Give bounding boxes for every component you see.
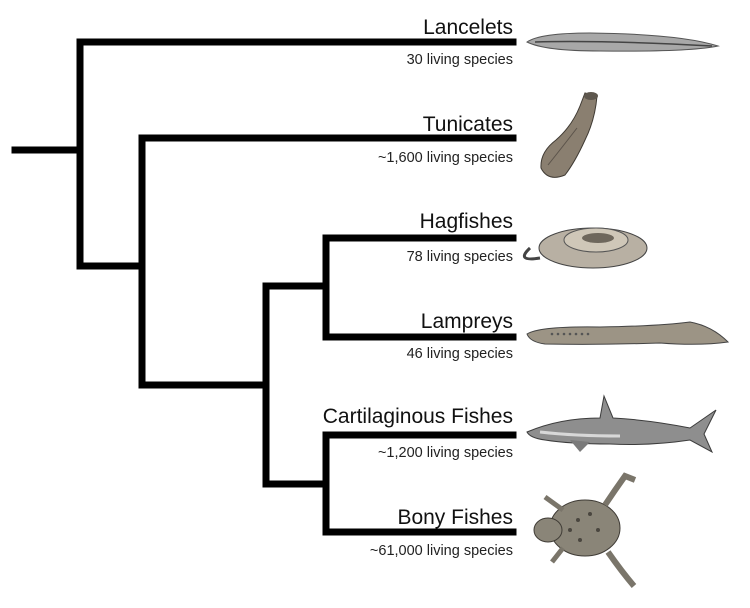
tunicate-icon	[540, 92, 598, 178]
lancelet-icon	[526, 32, 720, 52]
taxon-name-bony-fishes: Bony Fishes	[397, 506, 513, 529]
taxon-count-cartilaginous-fishes: ~1,200 living species	[378, 445, 513, 461]
taxon-count-lancelets: 30 living species	[407, 52, 513, 68]
taxon-name-lancelets: Lancelets	[423, 16, 513, 39]
hagfish-icon	[522, 227, 648, 269]
taxon-count-lampreys: 46 living species	[407, 346, 513, 362]
shark-icon	[526, 394, 717, 454]
taxon-name-lampreys: Lampreys	[421, 310, 513, 333]
lamprey-icon	[526, 321, 730, 345]
taxon-count-hagfishes: 78 living species	[407, 249, 513, 265]
taxon-count-tunicates: ~1,600 living species	[378, 150, 513, 166]
taxon-labels: Lancelets 30 living species Tunicates ~1…	[323, 16, 513, 559]
taxon-name-cartilaginous-fishes: Cartilaginous Fishes	[323, 405, 513, 428]
taxon-count-bony-fishes: ~61,000 living species	[370, 543, 513, 559]
taxon-name-hagfishes: Hagfishes	[420, 210, 513, 233]
frog-icon	[533, 472, 637, 588]
tree-branches	[11, 38, 517, 536]
taxon-name-tunicates: Tunicates	[423, 113, 513, 136]
